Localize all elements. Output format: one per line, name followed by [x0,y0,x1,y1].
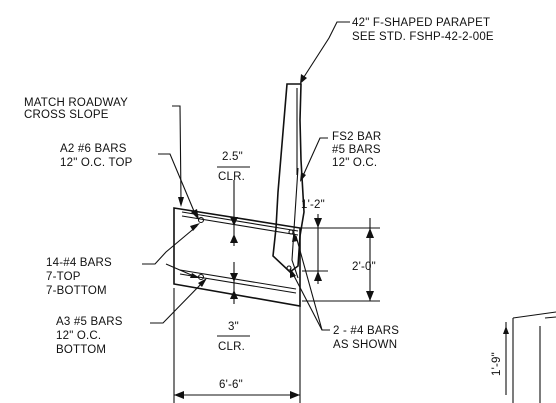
fs2-bar-line2: #5 BARS [332,144,381,156]
fs2-bar [291,167,299,279]
a2-bars-line1: A2 #6 BARS [60,143,127,155]
small-height-dimension: 1'-2" [301,199,325,211]
bottom-bar-dot [197,273,205,281]
top-bar-lower [181,215,299,236]
bar-dot-upper [288,229,294,235]
side-view-dimension: 1'-9" [491,352,503,376]
match-roadway-line1: MATCH ROADWAY [24,97,128,109]
fs2-bar-line1: FS2 BAR [332,131,381,143]
deck-slab [173,207,301,307]
width-dimension: 6'-6" [219,379,243,391]
bottom-clear-value: 3" [228,321,239,333]
side-view-fragment [503,311,556,403]
parapet [272,83,305,274]
parapet-callout-line2: SEE STD. FSHP-42-2-00E [352,31,494,43]
top-bar-dot [197,216,205,224]
bottom-clear-label: CLR. [218,341,245,353]
match-roadway-line2: CROSS SLOPE [24,109,109,121]
a2-bars-line2: 12" O.C. TOP [60,157,133,169]
fourteen-bars-line3: 7-BOTTOM [46,285,107,297]
bottom-bar-lower [179,273,297,294]
two-bars-line2: AS SHOWN [333,339,397,351]
top-clear-value: 2.5" [222,151,243,163]
top-clear-label: CLR. [218,171,245,183]
bottom-bar-a3 [179,269,297,290]
fourteen-bars-line2: 7-TOP [46,271,81,283]
fs2-bar-line3: 12" O.C. [332,157,377,169]
a3-bars-line3: BOTTOM [56,344,106,356]
reinforcing-bars [179,167,299,294]
a3-bars-line2: 12" O.C. [56,330,101,342]
a3-bars-line1: A3 #5 BARS [56,316,123,328]
fourteen-bars-line1: 14-#4 BARS [46,257,112,269]
parapet-callout-line1: 42" F-SHAPED PARAPET [352,17,490,29]
height-dimension: 2'-0" [352,261,376,273]
dimension-labels: 2.5" CLR. 3" CLR. 6'-6" 1'-2" 2'-0" 1'-9… [218,151,503,391]
leader-lines [142,21,350,331]
top-bar-a2 [181,211,299,232]
two-bars-line1: 2 - #4 BARS [333,325,399,337]
callout-labels: 42" F-SHAPED PARAPET SEE STD. FSHP-42-2-… [24,17,494,356]
dimension-lines [173,166,380,403]
bar-dot-lower [286,265,292,271]
